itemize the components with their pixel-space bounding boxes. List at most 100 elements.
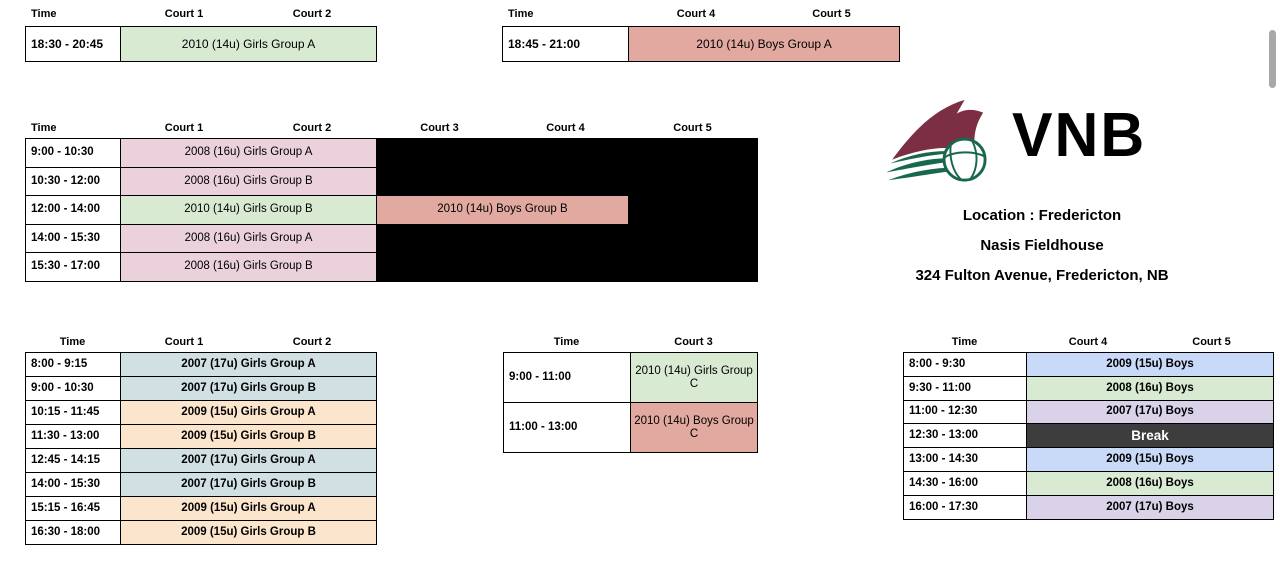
schedule-cell: 2008 (16u) Girls Group B xyxy=(120,252,377,282)
time-column-header: Time xyxy=(59,336,86,348)
time-cell: 10:30 - 12:00 xyxy=(25,166,121,196)
column-headers: Time Court 4 Court 5 xyxy=(502,4,900,26)
court-column-header: Court 1 xyxy=(164,336,204,348)
volleyball-icon xyxy=(942,137,987,182)
schedule-cell: 2010 (14u) Boys Group B xyxy=(376,195,629,225)
schedule-cell: 2007 (17u) Girls Group B xyxy=(119,376,378,401)
court-column-header: Court 1 xyxy=(164,8,204,20)
time-column-header: Time xyxy=(951,336,978,348)
court-column-header: Court 4 xyxy=(1068,336,1108,348)
vnb-logo-icon xyxy=(886,99,987,182)
schedule-cell: 2008 (16u) Boys xyxy=(1025,470,1275,496)
court-column-header: Court 3 xyxy=(420,122,459,134)
time-cell: 16:00 - 17:30 xyxy=(903,494,1027,520)
time-cell: 18:45 - 21:00 xyxy=(502,26,629,62)
schedule-cell: 2009 (15u) Boys xyxy=(1025,352,1275,377)
time-cell: 14:00 - 15:30 xyxy=(25,223,121,253)
court-column-header: Court 2 xyxy=(292,336,332,348)
time-cell: 11:30 - 13:00 xyxy=(25,424,121,449)
schedule-cell: 2007 (17u) Girls Group A xyxy=(119,448,378,473)
time-cell: 9:00 - 10:30 xyxy=(25,376,121,401)
time-cell: 15:15 - 16:45 xyxy=(25,496,121,521)
time-cell: 8:00 - 9:30 xyxy=(903,352,1027,377)
schedule-cell: 2010 (14u) Boys Group A xyxy=(627,26,901,62)
time-cell: 9:00 - 10:30 xyxy=(25,138,121,168)
time-cell: 11:00 - 13:00 xyxy=(503,402,631,453)
schedule-cell: 2009 (15u) Girls Group B xyxy=(119,424,378,449)
time-column-header: Time xyxy=(553,336,580,348)
time-column-header: Time xyxy=(31,122,57,134)
blocked-cell xyxy=(375,138,759,168)
time-cell: 15:30 - 17:00 xyxy=(25,252,121,282)
schedule-cell: Break xyxy=(1025,423,1275,449)
schedule-cell: 2010 (14u) Girls Group B xyxy=(120,195,377,225)
time-column-header: Time xyxy=(508,8,534,20)
column-headers: Time Court 1 Court 2 xyxy=(25,4,377,26)
time-cell: 16:30 - 18:00 xyxy=(25,520,121,545)
schedule-cell: 2009 (15u) Girls Group A xyxy=(119,496,378,521)
blocked-cell xyxy=(375,252,759,282)
venue-address: 324 Fulton Avenue, Fredericton, NB xyxy=(915,267,1169,284)
schedule-cell: 2008 (16u) Boys xyxy=(1025,375,1275,401)
court-column-header: Court 5 xyxy=(673,122,712,134)
schedule-cell: 2008 (16u) Girls Group B xyxy=(120,166,377,196)
schedule-cell: 2007 (17u) Boys xyxy=(1025,494,1275,520)
schedule-cell: 2007 (17u) Girls Group A xyxy=(119,352,378,377)
time-cell: 14:30 - 16:00 xyxy=(903,470,1027,496)
schedule-cell: 2009 (15u) Girls Group A xyxy=(119,400,378,425)
time-column-header: Time xyxy=(31,8,57,20)
schedule-cell: 2010 (14u) Girls Group A xyxy=(120,26,377,62)
vnb-logo: VNB xyxy=(886,97,1149,187)
column-headers: Time Court 3 xyxy=(503,335,758,352)
court-column-header: Court 3 xyxy=(674,336,713,348)
court-column-header: Court 4 xyxy=(676,8,716,20)
blocked-cell xyxy=(375,223,759,253)
location-info: Location : Fredericton Nasis Fieldhouse … xyxy=(862,208,1222,298)
time-cell: 9:30 - 11:00 xyxy=(903,375,1027,401)
time-cell: 18:30 - 20:45 xyxy=(25,26,121,62)
vertical-scrollbar-thumb[interactable] xyxy=(1269,30,1276,88)
time-cell: 13:00 - 14:30 xyxy=(903,447,1027,472)
time-cell: 12:30 - 13:00 xyxy=(903,423,1027,449)
brand-text: VNB xyxy=(1012,101,1147,170)
court-column-header: Court 5 xyxy=(812,8,851,20)
time-cell: 9:00 - 11:00 xyxy=(503,352,631,403)
venue-name: Nasis Fieldhouse xyxy=(980,237,1104,254)
schedule-cell: 2009 (15u) Boys xyxy=(1025,447,1275,472)
schedule-cell: 2009 (15u) Girls Group B xyxy=(119,520,378,545)
time-cell: 8:00 - 9:15 xyxy=(25,352,121,377)
court-column-header: Court 4 xyxy=(546,122,585,134)
blocked-cell xyxy=(627,195,759,225)
blocked-cell xyxy=(375,166,759,196)
time-cell: 14:00 - 15:30 xyxy=(25,472,121,497)
court-column-header: Court 2 xyxy=(292,8,332,20)
